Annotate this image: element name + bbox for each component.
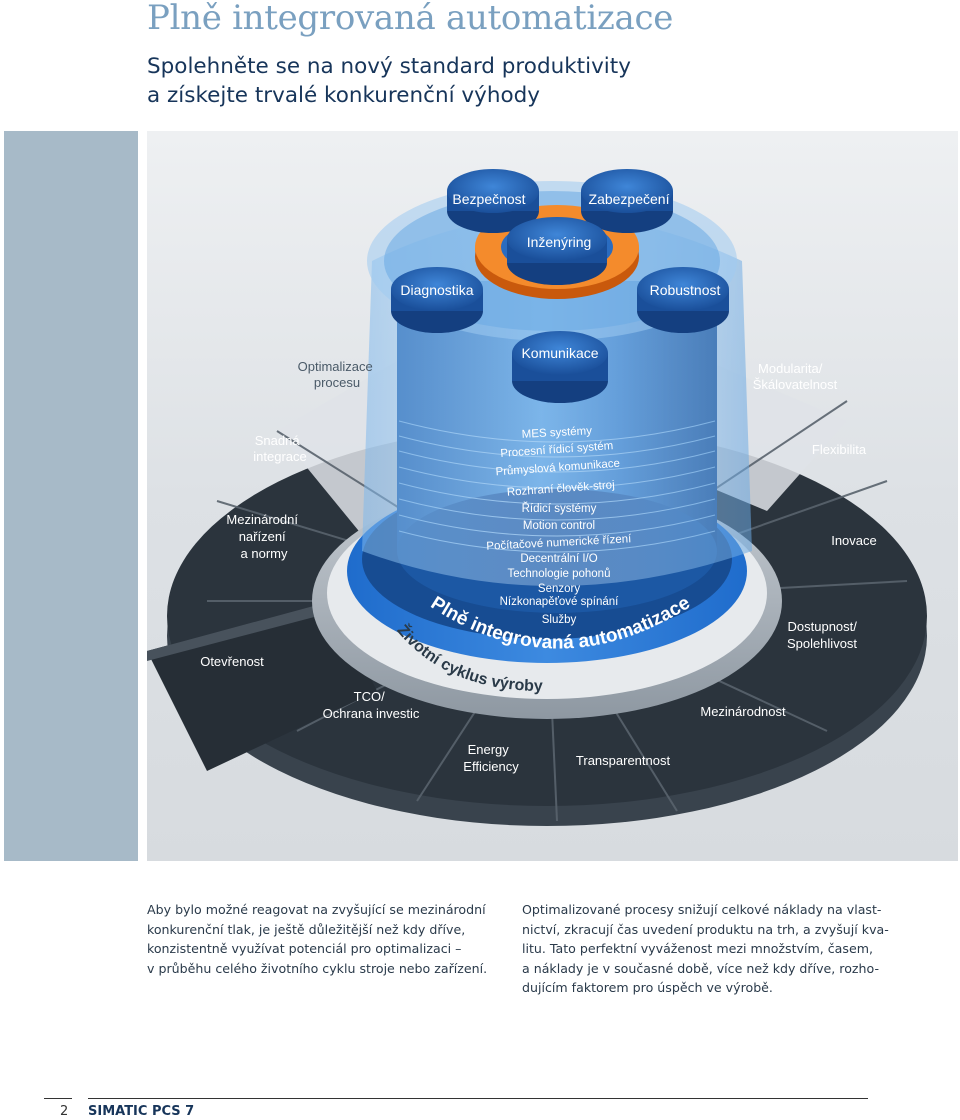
disk-label-bezpecnost: Bezpečnost	[452, 191, 525, 207]
layer-label: Řídicí systémy	[522, 502, 597, 515]
body-line: Optimalizované procesy snižují celkové n…	[522, 900, 922, 920]
ring-label-flexibilita: Flexibilita	[812, 442, 867, 457]
body-line: v průběhu celého životního cyklu stroje …	[147, 959, 502, 979]
body-line: nictví, zkracují čas uvedení produktu na…	[522, 920, 922, 940]
automation-diagram: Bezpečnost Zabezpečení Inženýring Diagno…	[147, 131, 958, 861]
layer-label: Motion control	[523, 520, 595, 532]
ring-label-otevrenost: Otevřenost	[200, 654, 264, 669]
ring-label-modularita: Modularita/ Škálovatelnost	[753, 361, 838, 392]
page-title: Plně integrovaná automatizace	[147, 0, 673, 38]
body-line: a náklady je v současné době, více než k…	[522, 959, 922, 979]
layer-label: Senzory	[538, 583, 580, 595]
layer-label: Decentrální I/O	[520, 553, 597, 565]
layer-label: Technologie pohonů	[508, 568, 611, 580]
subtitle-line: a získejte trvalé konkurenční výhody	[147, 81, 631, 110]
body-paragraph-right: Optimalizované procesy snižují celkové n…	[522, 900, 922, 998]
body-line: Aby bylo možné reagovat na zvyšující se …	[147, 900, 502, 920]
footer-divider	[88, 1098, 868, 1099]
layer-label: Nízkonapěťové spínání	[500, 596, 620, 608]
subtitle-line: Spolehněte se na nový standard produktiv…	[147, 52, 631, 81]
body-line: konzistentně využívat potenciál pro opti…	[147, 939, 502, 959]
page-number: 2	[60, 1104, 68, 1119]
ring-label-inovace: Inovace	[831, 533, 877, 548]
footer-doc-title: SIMATIC PCS 7	[88, 1104, 194, 1119]
ring-label-transparentnost: Transparentnost	[576, 753, 671, 768]
body-line: dujícím faktorem pro úspěch ve výrobě.	[522, 978, 922, 998]
disk-label-robustnost: Robustnost	[650, 282, 721, 298]
body-line: konkurenční tlak, je ještě důležitější n…	[147, 920, 502, 940]
ring-label-mezinarodnost: Mezinárodnost	[700, 704, 786, 719]
disk-label-diagnostika: Diagnostika	[400, 282, 473, 298]
layer-label: Služby	[542, 614, 577, 626]
disk-label-komunikace: Komunikace	[521, 345, 598, 361]
body-paragraph-left: Aby bylo možné reagovat na zvyšující se …	[147, 900, 502, 978]
page-subtitle: Spolehněte se na nový standard produktiv…	[147, 52, 631, 110]
ring-label-snadna: Snadná integrace	[253, 433, 306, 464]
body-line: litu. Tato perfektní vyváženost mezi mno…	[522, 939, 922, 959]
disk-label-zabezpeceni: Zabezpečení	[589, 191, 670, 207]
disk-label-inzenyring: Inženýring	[527, 234, 592, 250]
footer-divider	[44, 1098, 72, 1099]
sidebar-band	[4, 131, 138, 861]
